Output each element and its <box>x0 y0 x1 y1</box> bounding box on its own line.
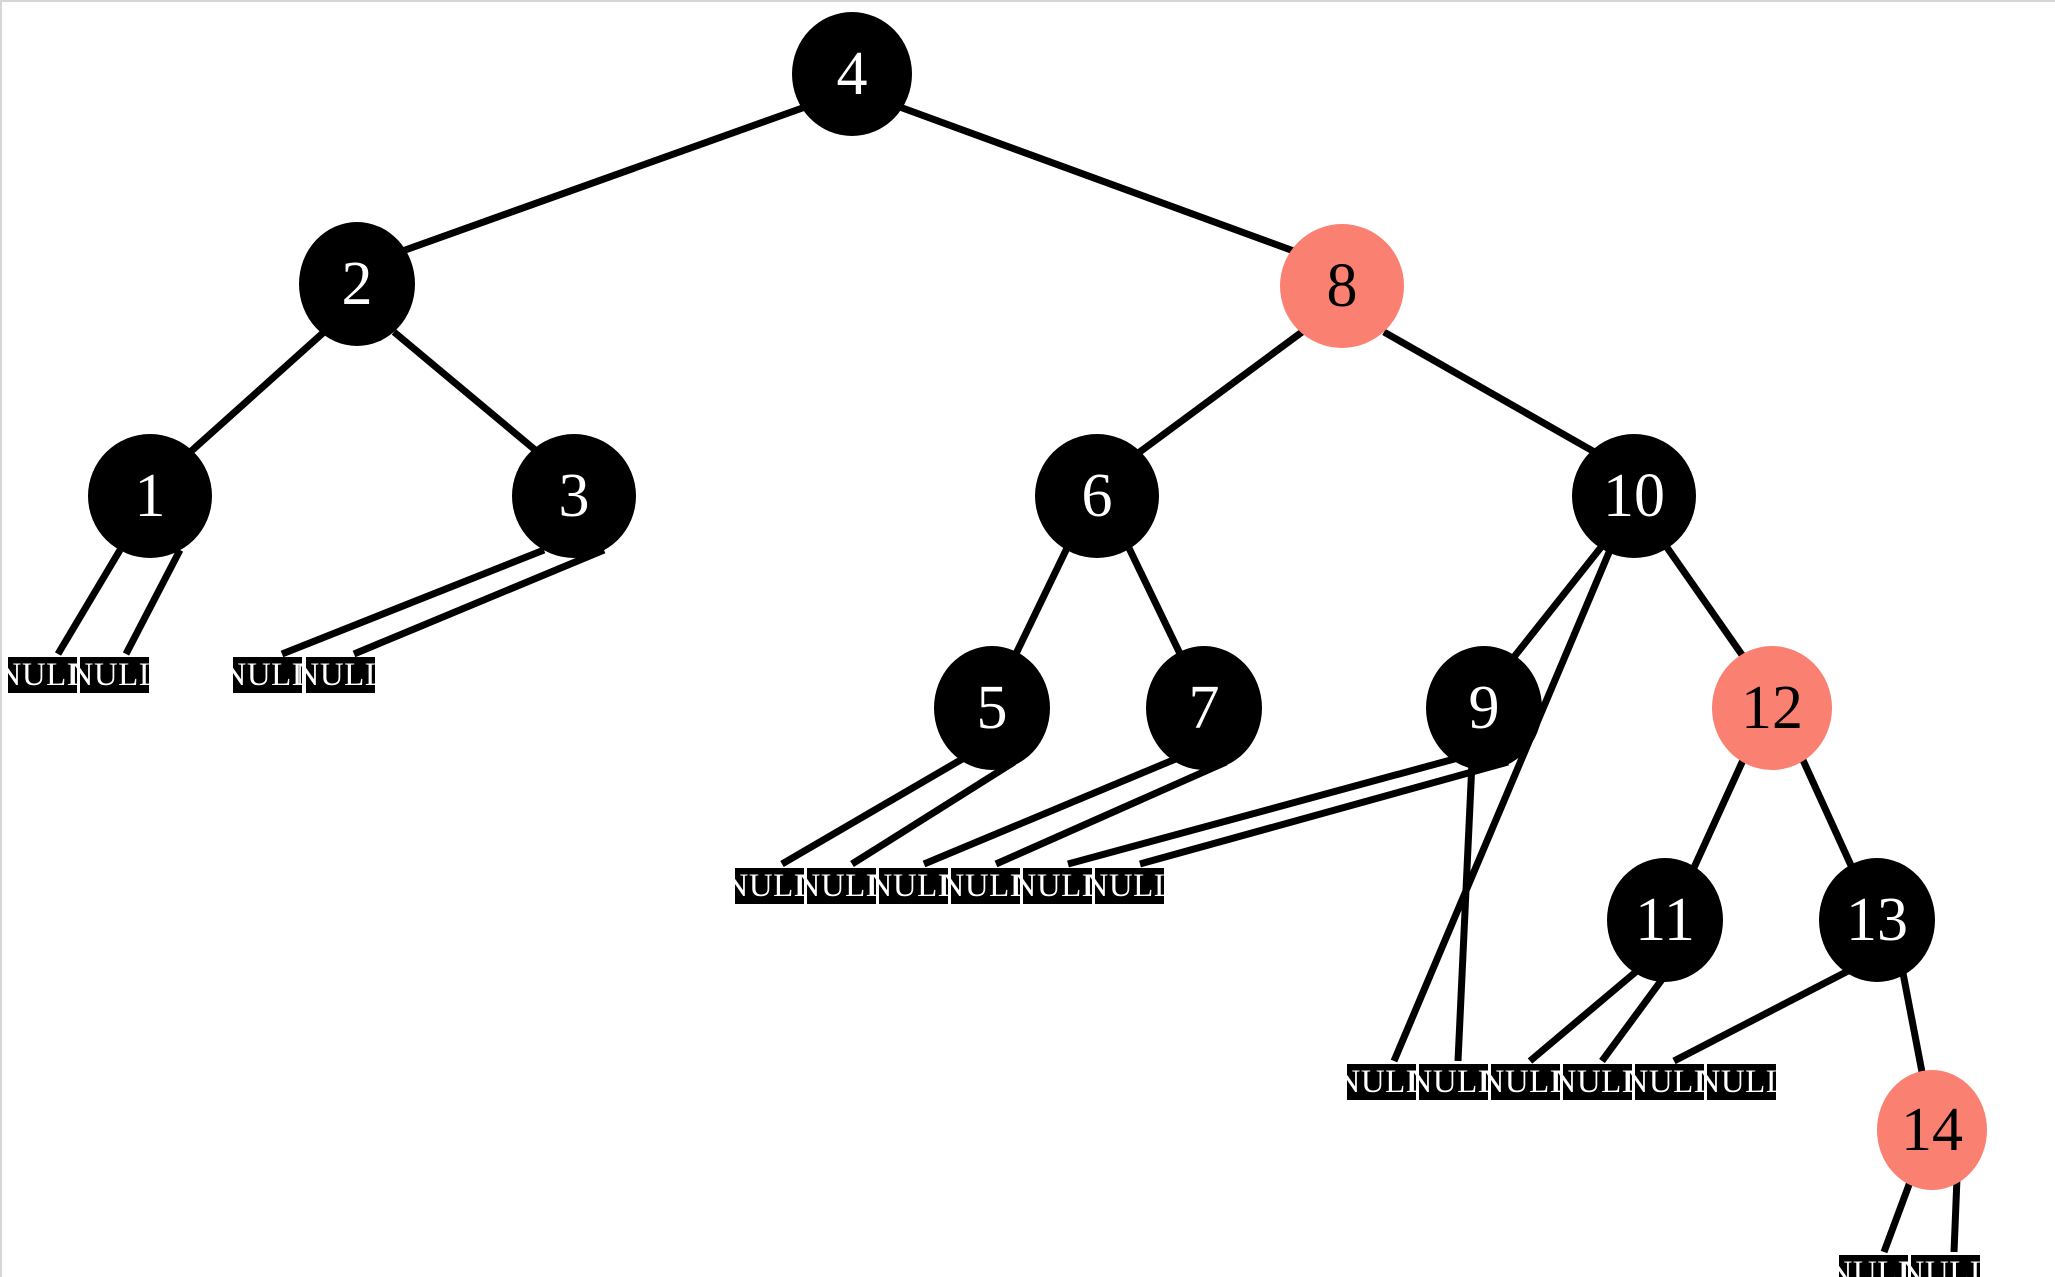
tree-edge <box>1527 967 1641 1064</box>
null-leaf-box: NULL <box>1901 1255 1990 1277</box>
tree-node-8[interactable]: 8 <box>1280 224 1404 348</box>
tree-node-13[interactable]: 13 <box>1819 858 1935 982</box>
tree-edge <box>1139 758 1509 868</box>
null-leaf-box: NULL <box>1084 867 1175 904</box>
tree-edge <box>352 546 606 658</box>
tree-edge <box>1134 329 1305 457</box>
tree-node-5[interactable]: 5 <box>934 646 1050 770</box>
null-leaf-box: NULL <box>724 867 815 904</box>
tree-node-1[interactable]: 1 <box>88 434 212 558</box>
tree-edge <box>1124 544 1188 664</box>
tree-edge <box>391 329 543 457</box>
tree-edge <box>122 548 184 656</box>
tree-edge <box>895 102 1304 258</box>
tree-edge <box>780 754 966 868</box>
tree-node-12[interactable]: 12 <box>1712 646 1832 770</box>
tree-edge <box>1688 756 1748 874</box>
null-leaf-box: NULL <box>868 867 959 904</box>
null-leaf-box: NULL <box>1480 1063 1571 1100</box>
tree-node-2[interactable]: 2 <box>299 222 415 346</box>
null-leaf-box: NULL <box>1696 1063 1787 1100</box>
null-leaf-box: NULL <box>0 656 88 693</box>
tree-edge <box>1663 543 1750 665</box>
null-leaf-box: NULL <box>1408 1063 1499 1100</box>
tree-edge <box>1880 1180 1914 1254</box>
null-leaf-box: NULL <box>69 656 160 693</box>
tree-edge <box>1798 756 1858 874</box>
tree-edge <box>1950 1177 1961 1253</box>
tree-node-7[interactable]: 7 <box>1146 646 1262 770</box>
tree-node-4[interactable]: 4 <box>792 12 912 136</box>
tree-edge <box>54 548 124 656</box>
tree-edge <box>1454 761 1476 1062</box>
null-leaf-box: NULL <box>796 867 887 904</box>
tree-edge <box>1898 967 1926 1073</box>
tree-edge <box>392 102 810 258</box>
tree-edge <box>185 329 327 457</box>
null-leaf-box: NULL <box>295 656 386 693</box>
null-leaf-box: NULL <box>1336 1063 1427 1100</box>
tree-node-3[interactable]: 3 <box>512 434 636 558</box>
null-leaf-box: NULL <box>1829 1255 1918 1277</box>
tree-edge <box>280 546 546 658</box>
tree-node-10[interactable]: 10 <box>1572 434 1696 558</box>
tree-edge <box>1507 543 1605 665</box>
tree-node-9[interactable]: 9 <box>1426 646 1542 770</box>
tree-edge <box>1672 966 1852 1065</box>
tree-edge <box>922 754 1180 868</box>
tree-edge <box>1067 754 1459 868</box>
tree-node-11[interactable]: 11 <box>1607 858 1723 982</box>
tree-edge <box>850 759 1016 867</box>
null-leaf-box: NULL <box>1552 1063 1643 1100</box>
tree-edge <box>1008 544 1072 664</box>
null-leaf-box: NULL <box>1624 1063 1715 1100</box>
null-leaf-box: NULL <box>222 656 313 693</box>
tree-node-14[interactable]: 14 <box>1877 1070 1987 1190</box>
null-leaf-box: NULL <box>1012 867 1103 904</box>
tree-node-6[interactable]: 6 <box>1035 434 1159 558</box>
tree-edge <box>1382 328 1600 458</box>
tree-edge <box>1599 971 1669 1064</box>
tree-edge <box>994 758 1228 868</box>
null-leaf-box: NULL <box>940 867 1031 904</box>
tree-edge <box>1390 548 1614 1063</box>
